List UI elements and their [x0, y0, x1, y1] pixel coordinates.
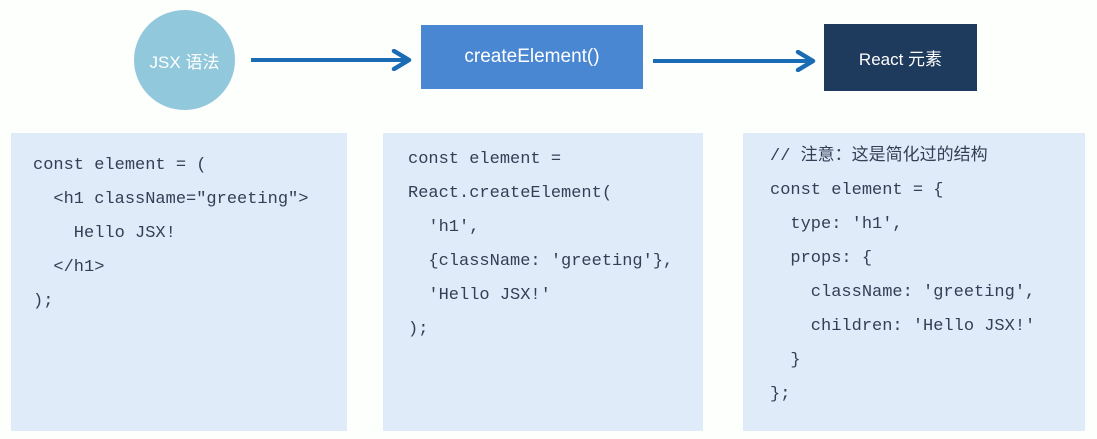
- arrow-right-icon: [650, 50, 818, 72]
- code-panel-jsx-source: const element = ( <h1 className="greetin…: [11, 133, 347, 431]
- code-text-react-element-object: // 注意：这是简化过的结构 const element = { type: '…: [770, 147, 1036, 404]
- code-panel-createelement-call: const element = React.createElement( 'h1…: [383, 133, 703, 431]
- flow-node-createelement: createElement(): [421, 25, 643, 89]
- flow-node-react-element-label: React 元素: [858, 50, 943, 69]
- flow-node-createelement-label: createElement(): [464, 46, 600, 67]
- flow-node-react-element: React 元素: [824, 24, 977, 91]
- code-text-jsx-source: const element = ( <h1 className="greetin…: [33, 156, 309, 311]
- flow-node-jsx-syntax: JSX 语法: [134, 10, 235, 110]
- flow-node-jsx-label: JSX 语法: [149, 52, 220, 72]
- arrow-right-icon: [248, 49, 414, 71]
- code-panel-react-element-object: // 注意：这是简化过的结构 const element = { type: '…: [743, 133, 1085, 431]
- code-text-createelement-call: const element = React.createElement( 'h1…: [408, 150, 674, 339]
